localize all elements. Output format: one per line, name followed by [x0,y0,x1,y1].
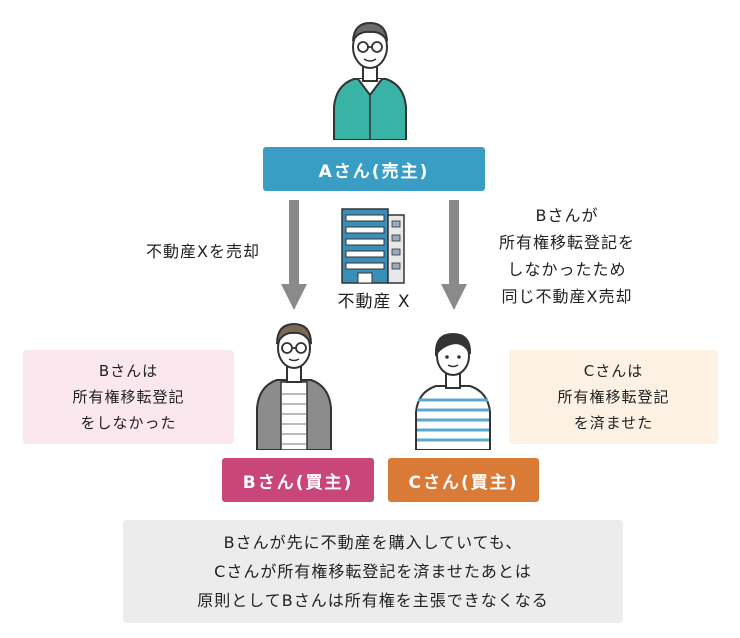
apartment-building-icon [341,208,405,284]
sell-caption: 不動産Xを売却 [146,242,260,261]
right-caption-line: しなかったため [507,260,627,279]
seller-label: Aさん(売主) [263,147,485,191]
property-label-text: 不動産 X [337,292,411,312]
buyer-b-note-line: 所有権移転登記 [72,388,185,406]
buyer-b-person-icon [256,322,332,450]
conclusion-line: Bさんが先に不動産を購入していても、 [223,533,523,552]
buyer-c-person-icon [415,332,491,450]
buyer-c-note-line: Cさんは [583,362,644,380]
buyer-b-note-line: をしなかった [80,414,177,432]
right-arrow-caption: Bさんが 所有権移転登記を しなかったため 同じ不動産X売却 [477,202,657,310]
seller-person-icon [333,21,407,140]
buyer-c-label-text: Cさん(買主) [408,472,519,493]
left-arrow-caption: 不動産Xを売却 [128,238,278,266]
buyer-c-label: Cさん(買主) [388,458,539,502]
seller-label-text: Aさん(売主) [318,161,430,182]
buyer-b-label-text: Bさん(買主) [242,472,354,493]
conclusion-line: Cさんが所有権移転登記を済ませたあとは [214,562,532,581]
conclusion-line: 原則としてBさんは所有権を主張できなくなる [197,591,549,610]
conclusion-box: Bさんが先に不動産を購入していても、 Cさんが所有権移転登記を済ませたあとは 原… [123,520,623,623]
buyer-b-label: Bさん(買主) [222,458,374,502]
right-arrow [441,200,467,310]
buyer-c-note-line: 所有権移転登記 [557,388,670,406]
buyer-c-note-line: を済ませた [573,414,654,432]
buyer-b-note-line: Bさんは [98,362,159,380]
right-caption-line: Bさんが [535,206,599,225]
right-caption-line: 同じ不動産X売却 [501,287,633,306]
property-label: 不動産 X [320,288,428,316]
buyer-b-note: Bさんは 所有権移転登記 をしなかった [23,350,234,444]
right-caption-line: 所有権移転登記を [498,233,635,252]
buyer-c-note: Cさんは 所有権移転登記 を済ませた [509,350,718,444]
left-arrow [281,200,307,310]
